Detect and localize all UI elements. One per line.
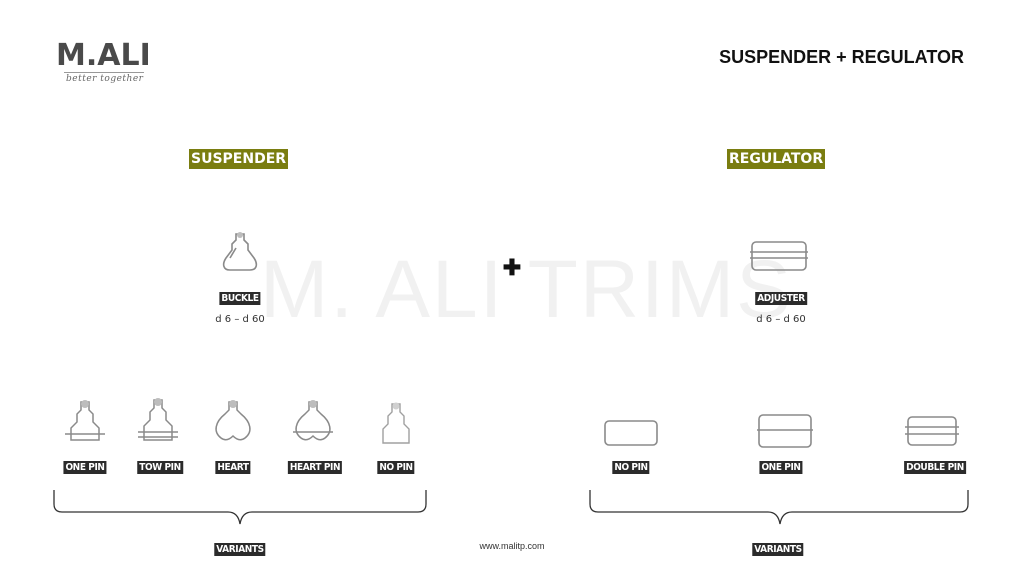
footer-website-url: www.malitp.com [479,541,545,551]
buckle-size-range: d 6 – d 60 [215,314,265,325]
suspender-variants-brace [53,490,427,525]
plus-icon: ✚ [502,255,522,280]
variant-label-one-pin: ONE PIN [759,461,803,474]
buckle-label: BUCKLE [219,292,261,305]
suspender-heading: SUSPENDER [189,149,289,169]
variant-label-no-pin: NO PIN [612,461,650,474]
heart-pin-buckle-icon [293,400,333,441]
logo-underline [64,72,144,73]
buckle-icon [222,232,258,271]
variant-label-tow-pin: TOW PIN [137,461,183,474]
no-pin-adjuster-icon [604,420,658,446]
variant-label-double-pin: DOUBLE PIN [904,461,966,474]
double-pin-adjuster-icon [905,416,959,446]
adjuster-label: ADJUSTER [755,292,807,305]
adjuster-size-range: d 6 – d 60 [756,314,806,325]
regulator-heading: REGULATOR [727,149,826,169]
variant-label-heart: HEART [215,461,251,474]
variant-label-no-pin: NO PIN [377,461,415,474]
logo-text: M.ALI [56,38,151,73]
no-pin-buckle-icon [382,402,410,444]
regulator-variants-label: VARIANTS [752,543,804,556]
heart-buckle-icon [215,400,251,441]
brand-logo: M.ALI better together [56,38,156,88]
suspender-variants-label: VARIANTS [214,543,266,556]
one-pin-buckle-icon [65,400,105,441]
regulator-variants-brace [589,490,969,525]
variant-label-one-pin: ONE PIN [63,461,107,474]
logo-tagline: better together [66,74,144,84]
tow-pin-buckle-icon [138,398,178,441]
adjuster-icon [750,241,808,271]
one-pin-adjuster-icon [757,414,813,448]
page-title: SUSPENDER + REGULATOR [719,47,964,67]
watermark: M. ALI TRIMS [260,244,793,335]
variant-label-heart-pin: HEART PIN [287,461,343,474]
